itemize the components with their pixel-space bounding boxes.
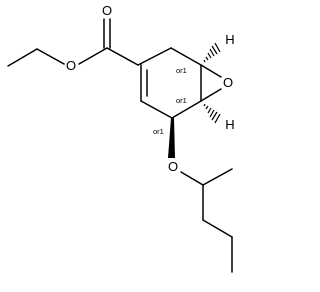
molecule-canvas: O O O O H H or1 or1 or1 (7, 3, 235, 273)
structure-diagram: O O O O H H or1 or1 or1 (7, 3, 235, 273)
stereo-label-lower: or1 (153, 127, 164, 136)
bond-ether-oxygen-ch (180, 171, 204, 186)
bond-ring-c2-c3 (170, 47, 202, 66)
ester-oxygen-label: O (66, 58, 76, 73)
bond-ethyl-ester-oxygen (36, 48, 65, 65)
hashed-bond-top-hydrogen (203, 42, 221, 63)
hashed-bond-bottom-hydrogen (203, 103, 221, 124)
epoxide-oxygen-label: O (223, 75, 233, 90)
bond-ch-methyl (202, 168, 233, 186)
bottom-hydrogen-label: H (225, 117, 234, 132)
ether-oxygen-label: O (168, 159, 178, 174)
bond-ring-c4-c5 (171, 100, 202, 119)
stereo-label-middle: or1 (176, 96, 187, 105)
bond-ring-c1-c2 (137, 47, 172, 66)
wedge-bond-ether (168, 118, 175, 158)
bond-carbonyl-ring (106, 47, 139, 66)
bond-ch2-ch2 (202, 219, 233, 238)
bond-methyl-ethyl (7, 48, 38, 67)
stereo-label-upper: or1 (176, 66, 187, 75)
bond-ring-c5-c6 (140, 100, 173, 119)
top-hydrogen-label: H (225, 32, 234, 47)
bond-epoxide-upper (200, 64, 222, 78)
bond-epoxide-lower (200, 88, 222, 102)
carbonyl-oxygen-label: O (102, 3, 112, 18)
bond-ester-oxygen-carbonyl (78, 47, 108, 65)
